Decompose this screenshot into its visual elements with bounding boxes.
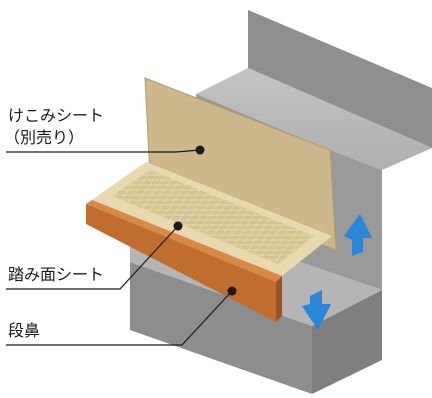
label-fumizura: 踏み面シート [8, 265, 105, 284]
tread-sheet-grid [112, 170, 314, 264]
upper-landing [196, 68, 432, 170]
leader-kekomi [6, 149, 201, 153]
arrow-up-icon [344, 214, 372, 256]
kekomi-sheet [144, 77, 337, 251]
nosing-top [86, 200, 282, 282]
dot-danbana [227, 286, 237, 296]
leader-danbana [6, 290, 233, 346]
label-kekomi-line1: けこみシート [8, 106, 105, 125]
label-danbana: 段鼻 [8, 321, 41, 340]
nosing-end [276, 276, 282, 322]
lower-riser [130, 262, 312, 394]
dot-kekomi [195, 145, 205, 155]
leader-fumizura [6, 225, 179, 290]
upper-riser-wall [248, 10, 432, 148]
label-kekomi-line2: （別売り） [4, 128, 85, 147]
lower-side-wall [312, 290, 382, 394]
dot-fumizura [173, 221, 183, 231]
arrow-down-icon [302, 290, 331, 330]
